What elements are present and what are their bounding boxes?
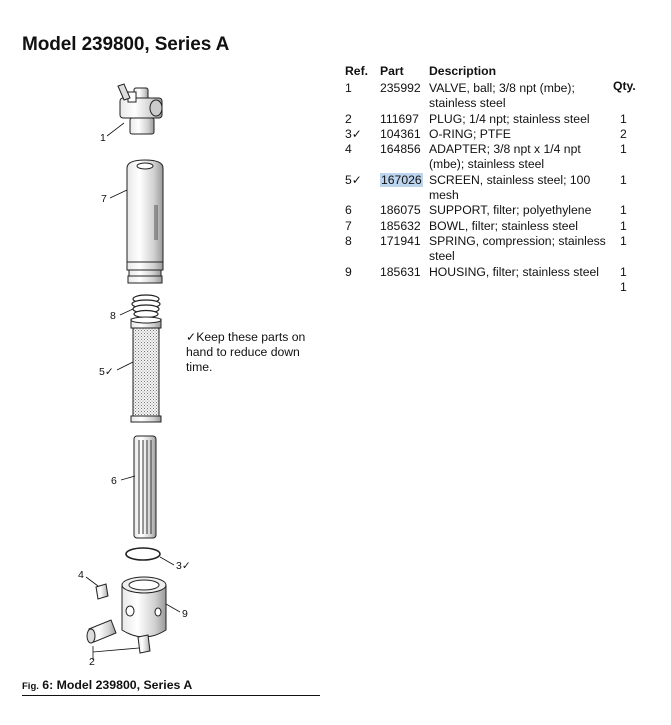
callout-label: 4 bbox=[78, 569, 84, 581]
callout-label: 6 bbox=[111, 475, 117, 487]
table-row: 6 186075 SUPPORT, filter; polyethylene 1 bbox=[345, 203, 645, 232]
row-qty: 1 bbox=[620, 218, 627, 233]
highlighted-part-number: 167026 bbox=[380, 172, 423, 187]
figure-caption-text: 6: Model 239800, Series A bbox=[38, 678, 193, 692]
callout-line bbox=[120, 475, 136, 481]
header-ref: Ref. bbox=[345, 64, 369, 78]
filter-support-part bbox=[133, 435, 157, 539]
callout-line bbox=[85, 576, 99, 587]
callout-label: 8 bbox=[110, 310, 116, 322]
callout-line bbox=[165, 603, 181, 613]
row-description: O-RING; PTFE bbox=[429, 126, 511, 141]
plug-part bbox=[137, 634, 151, 654]
o-ring-part bbox=[125, 547, 161, 561]
row-description: SUPPORT, filter; polyethylene bbox=[429, 203, 592, 218]
row-part: 186075 bbox=[380, 203, 421, 218]
row-description: PLUG; 1/4 npt; stainless steel bbox=[429, 111, 590, 126]
row-qty: 2 bbox=[620, 126, 627, 141]
row-qty: 1 bbox=[620, 142, 627, 157]
table-row: 9 185631 HOUSING, filter; stainless stee… bbox=[345, 264, 645, 294]
callout-line bbox=[116, 361, 134, 371]
row-part: 235992 bbox=[380, 81, 421, 95]
table-row: 8 171941 SPRING, compression; stainless … bbox=[345, 233, 645, 279]
row-description: SPRING, compression; stainless steel bbox=[429, 233, 606, 264]
row-part: 185631 bbox=[380, 264, 421, 279]
header-part: Part bbox=[380, 64, 404, 78]
row-part: 111697 bbox=[380, 111, 419, 126]
header-qty: Qty. bbox=[613, 79, 636, 94]
row-ref: 3✓ bbox=[345, 126, 362, 141]
row-ref: 2 bbox=[345, 111, 352, 126]
table-row: 2 111697 PLUG; 1/4 npt; stainless steel … bbox=[345, 111, 645, 141]
table-row: 7 185632 BOWL, filter; stainless steel 1 bbox=[345, 218, 645, 248]
callout-line bbox=[109, 189, 128, 199]
row-part: 171941 bbox=[380, 233, 421, 248]
callout-line bbox=[106, 122, 125, 137]
adapter-part bbox=[95, 583, 109, 600]
row-qty: 1 bbox=[620, 172, 627, 187]
callout-line bbox=[159, 556, 175, 566]
callout-line bbox=[119, 308, 134, 316]
row-description: BOWL, filter; stainless steel bbox=[429, 218, 579, 233]
filter-screen-part bbox=[130, 316, 162, 423]
row-part: 164856 bbox=[380, 142, 421, 157]
table-row: 1 235992 VALVE, ball; 3/8 npt (mbe); sta… bbox=[345, 81, 645, 126]
row-description: ADAPTER; 3/8 npt x 1/4 npt (mbe); stainl… bbox=[429, 142, 581, 172]
plug-part bbox=[86, 619, 117, 644]
row-part: 185632 bbox=[380, 218, 421, 233]
row-part: 104361 bbox=[380, 126, 421, 141]
ball-valve-part bbox=[117, 83, 163, 135]
filter-bowl-part bbox=[126, 159, 164, 284]
table-row: 3✓ 104361 O-RING; PTFE 1 bbox=[345, 126, 645, 156]
row-ref: 4 bbox=[345, 142, 352, 157]
row-description: VALVE, ball; 3/8 npt (mbe); stainless st… bbox=[429, 81, 575, 111]
callout-line bbox=[92, 647, 140, 653]
parts-table: Ref. Part Description Qty. 1 235992 VALV… bbox=[345, 64, 645, 294]
table-row: 5✓ 167026 SCREEN, stainless steel; 100 m… bbox=[345, 172, 645, 217]
row-ref: 5✓ bbox=[345, 172, 362, 187]
table-header: Ref. Part Description Qty. bbox=[345, 64, 645, 93]
figure-label: Fig. bbox=[22, 681, 39, 692]
filter-housing-part bbox=[121, 576, 167, 638]
row-description: HOUSING, filter; stainless steel bbox=[429, 264, 599, 279]
figure-caption: Fig. 6: Model 239800, Series A bbox=[22, 678, 320, 696]
row-ref: 8 bbox=[345, 233, 352, 248]
row-qty: 1 bbox=[620, 279, 627, 294]
callout-label: 3✓ bbox=[176, 560, 191, 572]
spare-parts-note: ✓Keep these parts on hand to reduce down… bbox=[186, 330, 306, 374]
page-title: Model 239800, Series A bbox=[22, 34, 230, 55]
row-qty: 1 bbox=[620, 111, 627, 126]
callout-label: 2 bbox=[89, 656, 95, 668]
row-ref: 6 bbox=[345, 203, 352, 218]
row-qty: 1 bbox=[620, 203, 627, 218]
row-ref: 9 bbox=[345, 264, 352, 279]
callout-label: 5✓ bbox=[99, 366, 114, 378]
row-ref: 1 bbox=[345, 81, 352, 95]
row-description: SCREEN, stainless steel; 100 mesh bbox=[429, 172, 591, 203]
callout-label: 1 bbox=[100, 132, 106, 144]
header-description: Description bbox=[429, 64, 497, 78]
row-qty: 1 bbox=[620, 233, 627, 248]
callout-label: 9 bbox=[182, 608, 188, 620]
spring-part bbox=[131, 294, 161, 319]
row-ref: 7 bbox=[345, 218, 352, 233]
table-row: 4 164856 ADAPTER; 3/8 npt x 1/4 npt (mbe… bbox=[345, 142, 645, 187]
row-qty: 1 bbox=[620, 264, 627, 279]
callout-label: 7 bbox=[101, 193, 107, 205]
row-part: 167026 bbox=[380, 172, 423, 188]
